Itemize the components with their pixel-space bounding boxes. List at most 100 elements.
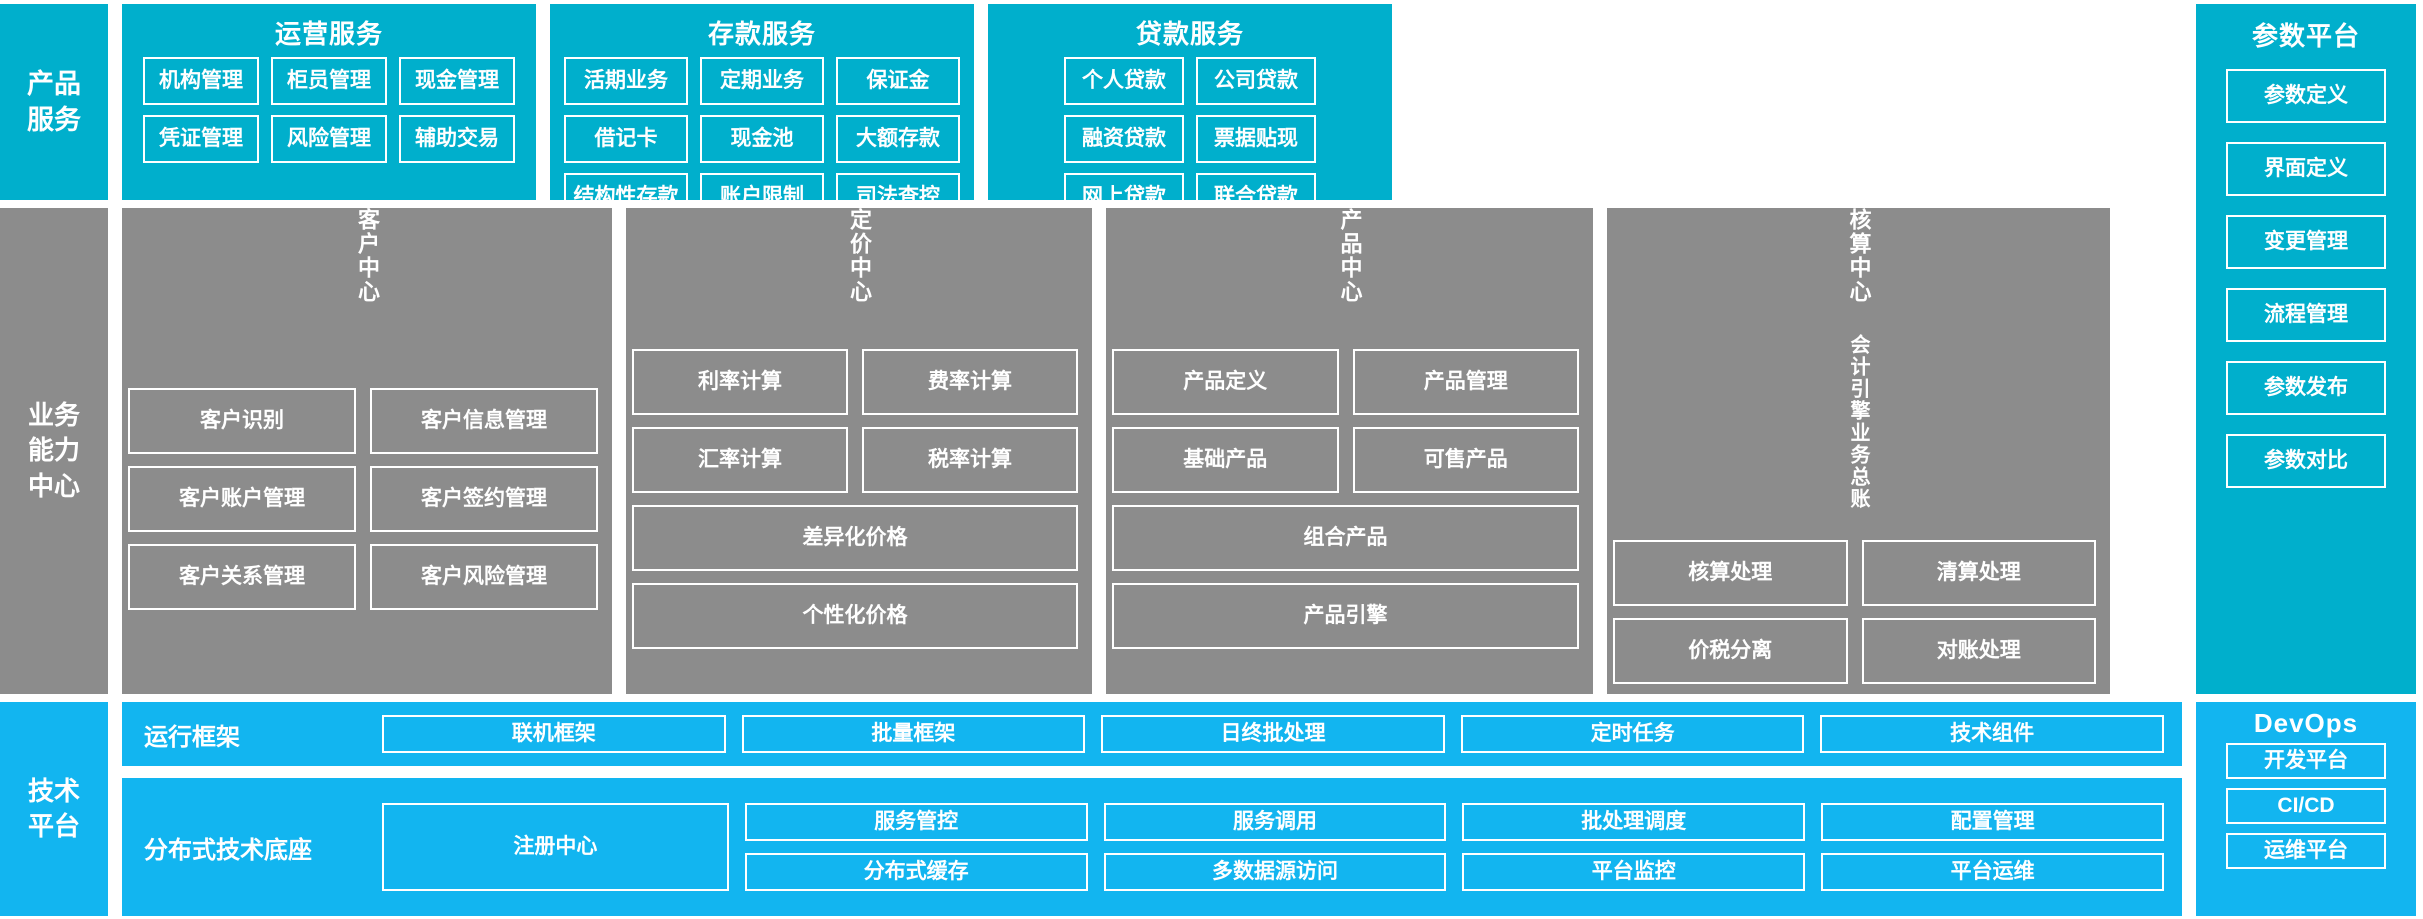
cell-service-invocation[interactable]: 服务调用 — [1103, 803, 1447, 841]
group-operation-services: 运营服务 机构管理 柜员管理 现金管理 凭证管理 风险管理 辅助交易 — [122, 4, 536, 200]
group-loan-services: 贷款服务 个人贷款 公司贷款 融资贷款 票据贴现 网上贷款 联合贷款 — [988, 4, 1392, 221]
cell-risk-management[interactable]: 风险管理 — [271, 115, 387, 163]
product-row-2: 基础产品 可售产品 — [1112, 427, 1579, 493]
foundation-column-1: 服务管控 分布式缓存 — [744, 803, 1088, 891]
vlabel-customer-center: 客户中心 — [355, 208, 380, 304]
cell-customer-identification[interactable]: 客户识别 — [128, 388, 356, 454]
layer-label-line2: 服务 — [27, 105, 81, 135]
cell-cash-management[interactable]: 现金管理 — [399, 57, 515, 105]
cell-product-definition[interactable]: 产品定义 — [1112, 349, 1339, 415]
cell-personal-loan[interactable]: 个人贷款 — [1064, 57, 1184, 105]
cell-reconciliation-processing[interactable]: 对账处理 — [1861, 618, 2096, 684]
pricing-row-4: 个性化价格 — [632, 583, 1078, 649]
cell-interface-definition[interactable]: 界面定义 — [2226, 142, 2386, 196]
cell-customer-risk-management[interactable]: 客户风险管理 — [370, 544, 598, 610]
cell-process-management[interactable]: 流程管理 — [2226, 288, 2386, 342]
cell-demand-deposit[interactable]: 活期业务 — [564, 57, 688, 105]
cell-exchange-rate-calc[interactable]: 汇率计算 — [632, 427, 848, 493]
product-services-layer: 产品 服务 运营服务 机构管理 柜员管理 现金管理 凭证管理 风险管理 辅助交易… — [0, 4, 2423, 221]
group-customer-center: 客户中心 客户识别 客户信息管理 客户账户管理 客户签约管理 客户关系管理 客户… — [122, 208, 612, 694]
cell-customer-contract-management[interactable]: 客户签约管理 — [370, 466, 598, 532]
deposit-services-cells: 活期业务 定期业务 保证金 借记卡 现金池 大额存款 结构性存款 账户限制 司法… — [550, 57, 974, 221]
band-distributed-foundation: 分布式技术底座 注册中心 服务管控 分布式缓存 服务调用 多数据源访问 批处理调… — [122, 778, 2182, 916]
cell-interest-rate-calc[interactable]: 利率计算 — [632, 349, 848, 415]
cell-fee-rate-calc[interactable]: 费率计算 — [862, 349, 1078, 415]
cell-operations-platform[interactable]: 运维平台 — [2226, 833, 2386, 869]
cell-differentiated-price[interactable]: 差异化价格 — [632, 505, 1078, 571]
cell-customer-account-management[interactable]: 客户账户管理 — [128, 466, 356, 532]
cell-debit-card[interactable]: 借记卡 — [564, 115, 688, 163]
cell-bill-discount[interactable]: 票据贴现 — [1196, 115, 1316, 163]
cell-parameter-compare[interactable]: 参数对比 — [2226, 434, 2386, 488]
cell-corporate-loan[interactable]: 公司贷款 — [1196, 57, 1316, 105]
cell-financing-loan[interactable]: 融资贷款 — [1064, 115, 1184, 163]
distributed-foundation-cells: 注册中心 服务管控 分布式缓存 服务调用 多数据源访问 批处理调度 平台监控 — [382, 803, 2182, 891]
cell-change-management[interactable]: 变更管理 — [2226, 215, 2386, 269]
foundation-column-4: 配置管理 平台运维 — [1821, 803, 2164, 891]
group-deposit-services: 存款服务 活期业务 定期业务 保证金 借记卡 现金池 大额存款 结构性存款 账户… — [550, 4, 974, 221]
cell-registry-center[interactable]: 注册中心 — [382, 803, 729, 891]
cell-customer-info-management[interactable]: 客户信息管理 — [370, 388, 598, 454]
customer-row-2: 客户账户管理 客户签约管理 — [128, 466, 598, 532]
cell-batch-scheduling[interactable]: 批处理调度 — [1462, 803, 1806, 841]
cell-ci-cd[interactable]: CI/CD — [2226, 788, 2386, 824]
cell-tax-rate-calc[interactable]: 税率计算 — [862, 427, 1078, 493]
cell-org-management[interactable]: 机构管理 — [143, 57, 259, 105]
cell-accounting-processing[interactable]: 核算处理 — [1613, 540, 1848, 606]
group-product-center: 产品中心 产品定义 产品管理 基础产品 可售产品 组合产品 产品引擎 — [1106, 208, 1593, 694]
cell-large-deposit[interactable]: 大额存款 — [836, 115, 960, 163]
pricing-center-cells: 利率计算 费率计算 汇率计算 税率计算 差异化价格 个性化价格 — [626, 304, 1092, 694]
loan-services-cells: 个人贷款 公司贷款 融资贷款 票据贴现 网上贷款 联合贷款 — [988, 57, 1392, 221]
cell-auxiliary-transaction[interactable]: 辅助交易 — [399, 115, 515, 163]
product-row-3: 组合产品 — [1112, 505, 1579, 571]
business-capability-layer: 业务 能力 中心 客户中心 客户识别 客户信息管理 客户账户管理 客户签约管理 — [0, 208, 2423, 840]
cell-personalized-price[interactable]: 个性化价格 — [632, 583, 1078, 649]
group-pricing-center: 定价中心 利率计算 费率计算 汇率计算 税率计算 差异化价格 个性化价格 — [626, 208, 1092, 694]
cell-cash-pool[interactable]: 现金池 — [700, 115, 824, 163]
cell-basic-product[interactable]: 基础产品 — [1112, 427, 1339, 493]
cell-configuration-management[interactable]: 配置管理 — [1821, 803, 2164, 841]
cell-platform-monitoring[interactable]: 平台监控 — [1462, 853, 1806, 891]
cell-settlement-processing[interactable]: 清算处理 — [1861, 540, 2096, 606]
accounting-row-2: 价税分离 对账处理 — [1613, 618, 2096, 684]
cell-eod-batch-processing[interactable]: 日终批处理 — [1101, 715, 1445, 753]
band-name-runtime-framework: 运行框架 — [144, 723, 240, 751]
cell-distributed-cache[interactable]: 分布式缓存 — [744, 853, 1088, 891]
cell-product-engine[interactable]: 产品引擎 — [1112, 583, 1579, 649]
vlabel-business-ledger: 业务总账 — [1847, 422, 1869, 510]
cell-batch-framework[interactable]: 批量框架 — [741, 715, 1086, 753]
technical-label-line2: 平台 — [27, 811, 80, 841]
pricing-row-3: 差异化价格 — [632, 505, 1078, 571]
cell-price-tax-separation[interactable]: 价税分离 — [1613, 618, 1848, 684]
cell-customer-relationship-management[interactable]: 客户关系管理 — [128, 544, 356, 610]
capability-label-line1: 业务 — [27, 400, 80, 431]
group-parameter-platform: 参数平台 参数定义 界面定义 变更管理 流程管理 参数发布 参数对比 — [2196, 4, 2416, 694]
cell-parameter-definition[interactable]: 参数定义 — [2226, 69, 2386, 123]
parameter-platform-cells: 参数定义 界面定义 变更管理 流程管理 参数发布 参数对比 — [2196, 59, 2416, 488]
vlabel-product-center: 产品中心 — [1337, 208, 1363, 304]
cell-sellable-product[interactable]: 可售产品 — [1352, 427, 1579, 493]
customer-row-3: 客户关系管理 客户风险管理 — [128, 544, 598, 610]
foundation-column-2: 服务调用 多数据源访问 — [1103, 803, 1447, 891]
cell-development-platform[interactable]: 开发平台 — [2226, 743, 2386, 779]
group-title-loan-services: 贷款服务 — [1135, 19, 1244, 49]
cell-voucher-management[interactable]: 凭证管理 — [143, 115, 259, 163]
group-title-parameter-platform: 参数平台 — [2251, 21, 2360, 51]
cell-service-governance[interactable]: 服务管控 — [744, 803, 1088, 841]
technical-platform-layer: 技术 平台 运行框架 联机框架 批量框架 日终批处理 定时任务 技术组件 分布式… — [0, 702, 2423, 916]
cell-technical-component[interactable]: 技术组件 — [1820, 715, 2164, 753]
cell-scheduled-task[interactable]: 定时任务 — [1460, 715, 1805, 753]
cell-combined-product[interactable]: 组合产品 — [1112, 505, 1579, 571]
cell-parameter-publish[interactable]: 参数发布 — [2226, 361, 2386, 415]
pricing-row-1: 利率计算 费率计算 — [632, 349, 1078, 415]
cell-multi-datasource-access[interactable]: 多数据源访问 — [1103, 853, 1447, 891]
cell-margin-deposit[interactable]: 保证金 — [836, 57, 960, 105]
vlabel-accounting-center: 核算中心 — [1846, 208, 1872, 304]
cell-teller-management[interactable]: 柜员管理 — [271, 57, 387, 105]
cell-product-management[interactable]: 产品管理 — [1352, 349, 1579, 415]
cell-platform-operations[interactable]: 平台运维 — [1821, 853, 2164, 891]
cell-online-framework[interactable]: 联机框架 — [382, 715, 726, 753]
cell-time-deposit[interactable]: 定期业务 — [700, 57, 824, 105]
band-runtime-framework: 运行框架 联机框架 批量框架 日终批处理 定时任务 技术组件 — [122, 702, 2182, 766]
